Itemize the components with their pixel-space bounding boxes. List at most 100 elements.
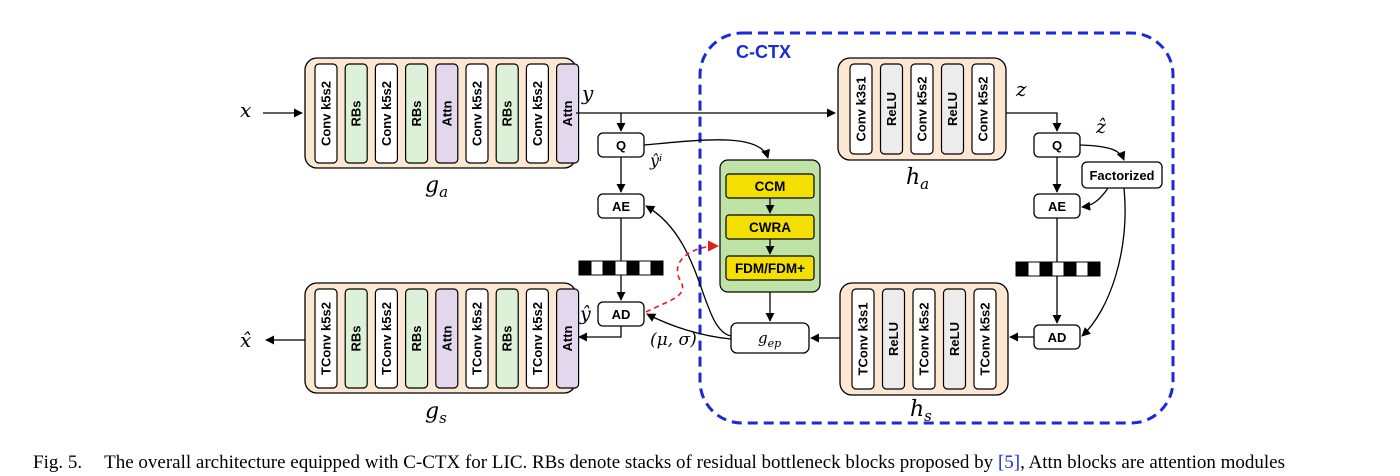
ga-block-conv-k5s2: [465, 63, 489, 164]
ga-block-conv-k5s2: [374, 63, 398, 164]
bitstream-cell: [1063, 261, 1077, 277]
ha-block-label: ReLU: [884, 92, 899, 126]
caption-text-end: , Attn blocks are attention modules: [1020, 452, 1285, 473]
ga-block-label: Conv k5s2: [470, 81, 485, 146]
gs-block-label: TConv k5s2: [379, 302, 394, 375]
label-h-a: ha: [906, 165, 929, 193]
gs-block-label: RBs: [349, 325, 364, 351]
gs-block-tconv-k5s2: [314, 288, 338, 389]
hs-block-label: TConv k3s1: [856, 303, 871, 376]
factorized-label: Factorized: [1089, 168, 1154, 183]
ha-block-conv-k5s2: [971, 63, 995, 155]
label-x: x: [240, 98, 251, 122]
bitstream-cell: [1051, 261, 1065, 277]
ga-block-label: Attn: [439, 100, 454, 126]
label-z-hat: ẑ: [1095, 116, 1107, 138]
cctx-label: C-CTX: [736, 42, 791, 62]
label-y-hat-i: ŷⁱ: [649, 151, 662, 170]
ha-block-conv-k5s2: [910, 63, 934, 155]
gs-block-rbs: [495, 288, 519, 389]
label-y: y: [581, 81, 594, 105]
bitstream-cell: [638, 260, 652, 276]
gs-blocks: TConv k5s2 RBs TConv k5s2 RBs Attn TConv k5s2…: [314, 288, 580, 389]
gs-block-attn: [435, 288, 459, 389]
ga-block-conv-k5s2: [525, 63, 550, 164]
label-z: z: [1015, 77, 1027, 101]
bitstream-cell: [626, 260, 640, 276]
ga-block-conv-k5s2: [314, 63, 338, 164]
ga-block-label: Conv k5s2: [530, 81, 545, 146]
gs-block-label: RBs: [409, 325, 424, 351]
hs-block-relu: [942, 288, 967, 390]
label-h-s: hs: [910, 397, 932, 425]
bitstream-cell: [602, 260, 616, 276]
ga-block-label: Attn: [560, 100, 575, 126]
hs-block-label: TConv k5s2: [917, 303, 932, 376]
label-mu-sigma: (μ, σ): [650, 330, 697, 350]
hs-block-tconv-k3s1: [851, 288, 875, 390]
ha-block-label: Conv k3s1: [854, 76, 869, 141]
gs-block-label: RBs: [500, 325, 515, 351]
ad-label-left: AD: [612, 307, 631, 322]
gs-block-tconv-k5s2: [374, 288, 398, 389]
figure-caption: Fig. 5. The overall architecture equipped…: [33, 452, 1400, 474]
hs-block-label: ReLU: [886, 322, 901, 356]
ha-block-label: Conv k5s2: [915, 76, 930, 141]
ha-block-label: ReLU: [945, 92, 960, 126]
bitstream-cell: [614, 260, 628, 276]
gs-block-label: Attn: [560, 325, 575, 351]
ga-block-label: Conv k5s2: [379, 81, 394, 146]
ad-to-context-dashed: [645, 240, 720, 313]
gs-block-rbs: [405, 288, 429, 389]
cwra-label: CWRA: [749, 220, 791, 235]
q-label-right: Q: [1052, 138, 1062, 153]
gep-box: [730, 322, 810, 354]
ae-label-right: AE: [1048, 199, 1066, 214]
caption-text: The overall architecture equipped with C…: [104, 452, 998, 473]
ga-block-label: RBs: [349, 100, 364, 126]
ga-block-rbs: [344, 63, 368, 164]
ga-block-label: RBs: [500, 100, 515, 126]
bitstream-cell: [1027, 261, 1041, 277]
cctx-region: [698, 31, 1175, 425]
ha-block-relu: [879, 63, 904, 155]
ad-label-right: AD: [1048, 330, 1067, 345]
label-y-hat: ŷ: [579, 303, 591, 325]
gs-block-label: TConv k5s2: [530, 302, 545, 375]
bitstream-left: [578, 260, 664, 276]
bitstream-cell: [1087, 261, 1101, 277]
hs-block-relu: [881, 288, 906, 390]
gs-block-label: TConv k5s2: [470, 302, 485, 375]
bitstream-cell: [1039, 261, 1053, 277]
label-x-hat: x̂: [240, 328, 251, 352]
label-g-s: gs: [425, 399, 447, 427]
factorized-box: [1081, 161, 1163, 189]
ha-block-relu: [940, 63, 965, 155]
caption-reference-link[interactable]: [5]: [997, 452, 1021, 473]
ga-blocks: Conv k5s2 RBs Conv k5s2 RBs Attn Conv k5s2 RBs…: [314, 63, 580, 164]
bitstream-cell: [650, 260, 664, 276]
gs-block-label: TConv k5s2: [319, 302, 334, 375]
ga-block-label: RBs: [409, 100, 424, 126]
hs-block-tconv-k5s2: [973, 288, 997, 390]
bitstream-cell: [1075, 261, 1089, 277]
ae-label-left: AE: [612, 199, 630, 214]
bitstream-cell: [1015, 261, 1029, 277]
hs-block-tconv-k5s2: [912, 288, 936, 390]
caption-figure-number: Fig. 5.: [33, 452, 83, 473]
bitstream-cell: [578, 260, 592, 276]
q-label-left: Q: [616, 138, 626, 153]
hs-block-label: TConv k5s2: [978, 303, 993, 376]
ga-block-rbs: [405, 63, 429, 164]
bitstream-right: [1015, 261, 1101, 277]
fdm-label: FDM/FDM+: [735, 261, 805, 276]
gs-block-rbs: [344, 288, 368, 389]
ccm-label: CCM: [755, 179, 786, 194]
gs-block-tconv-k5s2: [525, 288, 550, 389]
gep-label: gep: [758, 329, 781, 350]
ga-block-rbs: [495, 63, 519, 164]
fdm-block: [725, 255, 815, 281]
